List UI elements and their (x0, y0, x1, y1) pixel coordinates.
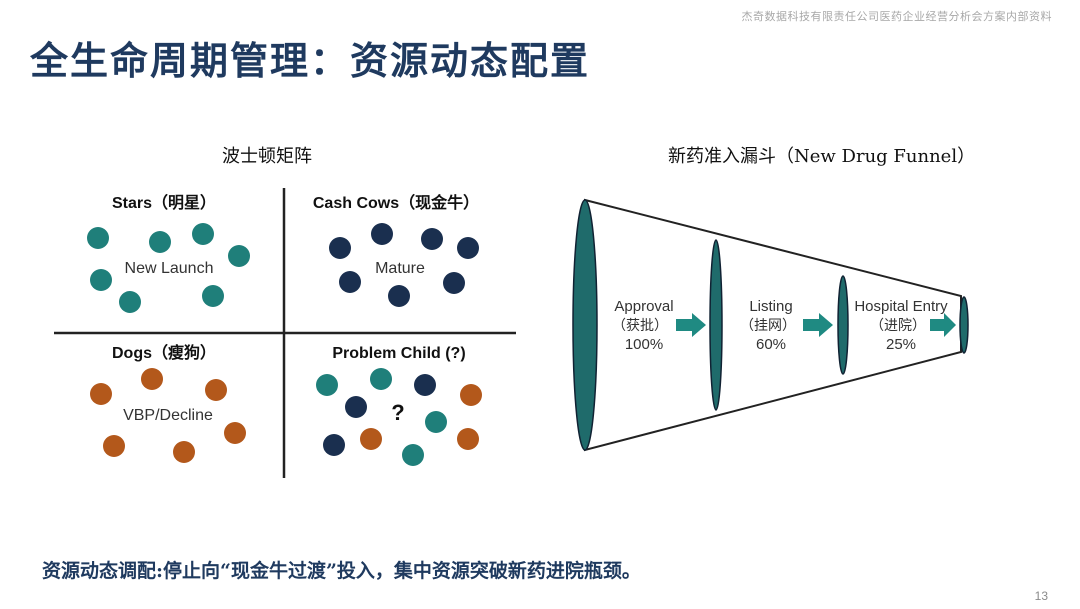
stage-percent: 25% (886, 336, 916, 353)
quadrant-label: Mature (375, 260, 425, 277)
funnel-stage-listing: Listing （挂网） 60% (740, 298, 833, 353)
quadrant-dots (316, 368, 482, 466)
stage-name: Hospital Entry (854, 298, 948, 315)
quadrant-heading: Dogs（瘦狗） (112, 343, 216, 362)
page-number: 13 (1034, 589, 1048, 603)
arrow-icon (676, 313, 706, 337)
funnel-ring-3 (837, 275, 849, 375)
stage-name-cn: （挂网） (740, 317, 796, 333)
stage-name: Approval (614, 298, 673, 315)
quadrant-heading: Problem Child (?) (332, 345, 465, 362)
quadrant-problem-child: Problem Child (?) ? (316, 345, 482, 466)
page-title: 全生命周期管理：资源动态配置 (30, 38, 591, 83)
funnel-title: 新药准入漏斗（New Drug Funnel） (668, 146, 976, 167)
quadrant-label: ? (391, 400, 404, 425)
stage-name-cn: （进院） (870, 317, 926, 333)
quadrant-stars: Stars（明星） New Launch (87, 194, 250, 313)
funnel-ring-2 (709, 239, 723, 411)
funnel-stage-hospital-entry: Hospital Entry （进院） 25% (854, 298, 956, 353)
quadrant-label: VBP/Decline (123, 407, 213, 424)
footer-note: 资源动态调配:停止向“现金牛过渡”投入，集中资源突破新药进院瓶颈。 (42, 560, 641, 582)
quadrant-cash-cows: Cash Cows（现金牛） Mature (313, 193, 479, 307)
quadrant-dots (90, 368, 246, 463)
arrow-icon (803, 313, 833, 337)
funnel-stage-approval: Approval （获批） 100% (612, 298, 706, 353)
quadrant-dots (329, 223, 479, 307)
funnel-ring-1 (572, 199, 598, 451)
quadrant-dots (87, 223, 250, 313)
quadrant-label: New Launch (125, 260, 214, 277)
bcg-matrix: Stars（明星） New Launch Cash Cows（现金牛） Matu… (50, 184, 520, 480)
stage-percent: 60% (756, 336, 786, 353)
bcg-matrix-title: 波士顿矩阵 (222, 146, 312, 167)
quadrant-heading: Stars（明星） (112, 194, 216, 212)
quadrant-dogs: Dogs（瘦狗） VBP/Decline (90, 343, 246, 463)
stage-percent: 100% (625, 336, 663, 353)
arrow-icon (930, 313, 956, 337)
header-note: 杰奇数据科技有限责任公司医药企业经营分析会方案内部资料 (741, 10, 1052, 23)
stage-name-cn: （获批） (612, 317, 668, 333)
new-drug-funnel: Approval （获批） 100% Listing （挂网） 60% Hosp… (572, 198, 969, 452)
quadrant-heading: Cash Cows（现金牛） (313, 193, 479, 212)
funnel-ring-4 (959, 296, 969, 354)
stage-name: Listing (749, 298, 792, 315)
